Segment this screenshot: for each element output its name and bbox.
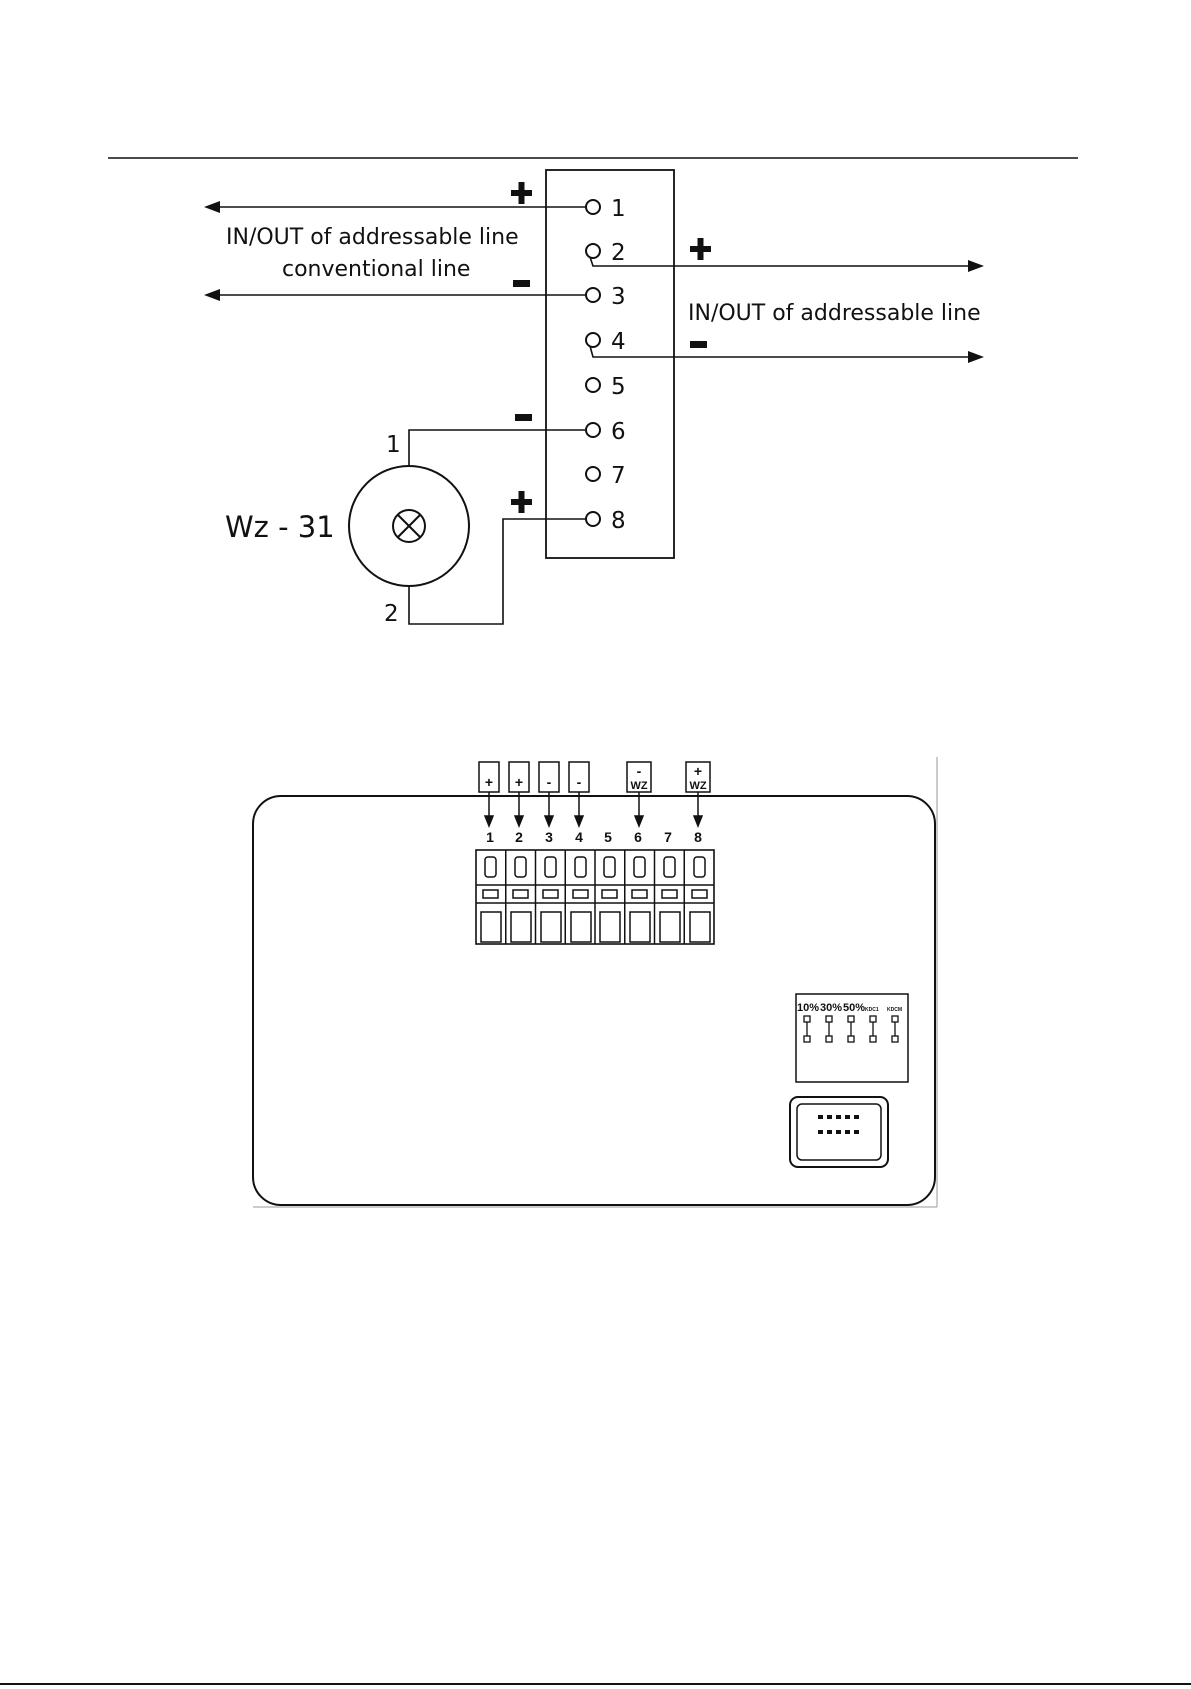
terminal-number-7: 7 bbox=[611, 463, 626, 489]
label-right-line: IN/OUT of addressable line bbox=[688, 301, 981, 326]
terminal-number-3: 3 bbox=[611, 284, 626, 310]
top-label-wz-minus-text: WZ bbox=[630, 780, 647, 792]
terminal-3-circle bbox=[586, 288, 600, 302]
top-label-wz-minus-sign: - bbox=[637, 763, 642, 779]
minus-sign-terminal-3 bbox=[513, 280, 530, 287]
terminal-strip-cells bbox=[481, 850, 710, 944]
board-drawing: + + - - - WZ + WZ 1 2 3 4 5 6 7 8 bbox=[253, 757, 937, 1207]
terminal-2-circle bbox=[586, 244, 600, 258]
dip-switches bbox=[804, 1016, 898, 1042]
board-terminal-number-4: 4 bbox=[575, 829, 583, 845]
device-lead-2 bbox=[409, 519, 586, 624]
top-label-1: + bbox=[485, 774, 493, 790]
terminal-number-4: 4 bbox=[611, 329, 626, 355]
terminal-5-circle bbox=[586, 378, 600, 392]
board-terminal-number-6: 6 bbox=[634, 829, 642, 845]
top-label-wz-plus-text: WZ bbox=[689, 780, 706, 792]
minus-sign-terminal-6 bbox=[515, 414, 532, 421]
minus-sign-terminal-4 bbox=[690, 341, 707, 348]
terminal-number-8: 8 bbox=[611, 508, 626, 534]
terminal-6-circle bbox=[586, 423, 600, 437]
label-left-line-1: IN/OUT of addressable line bbox=[226, 225, 519, 250]
dip-label-kdc1: KDC1 bbox=[865, 1007, 879, 1013]
terminal-number-1: 1 bbox=[611, 196, 626, 222]
terminal-1-circle bbox=[586, 200, 600, 214]
board-terminal-number-3: 3 bbox=[545, 829, 553, 845]
wire-right-4 bbox=[590, 346, 970, 357]
terminal-block bbox=[546, 170, 674, 558]
board-terminal-number-2: 2 bbox=[515, 829, 523, 845]
terminal-7-circle bbox=[586, 467, 600, 481]
label-left-line-2: conventional line bbox=[282, 257, 470, 282]
dip-label-30: 30% bbox=[820, 1002, 842, 1014]
device-lead-1 bbox=[409, 430, 586, 466]
arrowhead-right-4 bbox=[968, 351, 984, 363]
plus-sign-terminal-2 bbox=[690, 238, 711, 260]
arrowhead-left-3 bbox=[204, 289, 220, 301]
arrowhead-right-2 bbox=[968, 260, 984, 272]
terminal-number-2: 2 bbox=[611, 240, 626, 266]
plus-sign-terminal-8 bbox=[511, 491, 532, 513]
device-pin-1: 1 bbox=[386, 432, 401, 458]
top-label-boxes bbox=[479, 762, 710, 792]
terminal-number-6: 6 bbox=[611, 419, 626, 445]
dip-label-kdcm: KDCM bbox=[887, 1007, 902, 1013]
dip-label-50: 50% bbox=[843, 1002, 865, 1014]
board-terminal-number-8: 8 bbox=[694, 829, 702, 845]
connector-pins bbox=[818, 1115, 859, 1134]
terminal-8-circle bbox=[586, 512, 600, 526]
top-label-wz-plus-sign: + bbox=[694, 763, 702, 779]
dip-label-10: 10% bbox=[797, 1002, 819, 1014]
top-label-4: - bbox=[577, 774, 582, 790]
plus-sign-terminal-1 bbox=[511, 182, 532, 204]
terminal-4-circle bbox=[586, 333, 600, 347]
top-label-2: + bbox=[515, 774, 523, 790]
board-outline bbox=[253, 796, 935, 1205]
board-terminal-number-7: 7 bbox=[664, 829, 672, 845]
device-pin-2: 2 bbox=[384, 601, 399, 627]
board-arrows bbox=[485, 792, 702, 826]
wiring-diagram: 1 2 3 4 5 6 7 8 IN/OUT of addressable bbox=[204, 170, 984, 627]
terminal-circles bbox=[586, 200, 600, 526]
device-name-label: Wz - 31 bbox=[225, 510, 335, 544]
terminal-number-5: 5 bbox=[611, 374, 626, 400]
arrowhead-left-1 bbox=[204, 201, 220, 213]
wire-right-2 bbox=[590, 257, 970, 266]
board-terminal-number-5: 5 bbox=[604, 829, 612, 845]
board-terminal-number-1: 1 bbox=[486, 829, 494, 845]
top-label-3: - bbox=[547, 774, 552, 790]
